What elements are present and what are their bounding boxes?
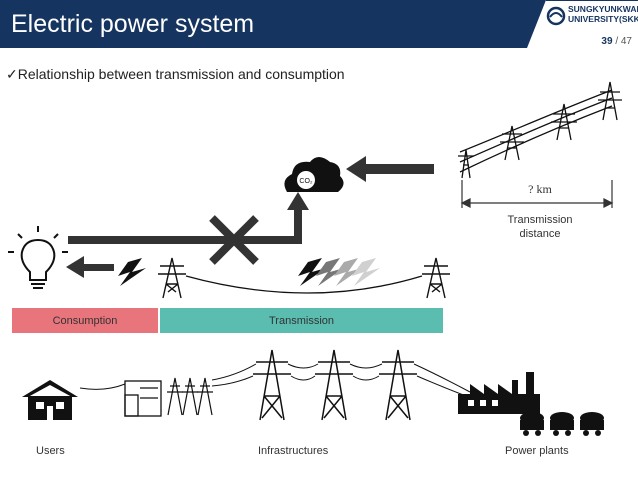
distance-measure [460,180,614,208]
page-number: 39 / 47 [601,36,632,47]
coal-carts-icon [520,412,604,436]
cross-icon [209,215,259,265]
tower-right-icon [422,257,450,299]
university-logo: SUNGKYUNKWAN UNIVERSITY(SKKU) [546,2,638,32]
large-towers-icon [253,349,417,421]
house-icon [22,380,78,420]
infrastructures-label: Infrastructures [258,445,329,457]
power-plant-icon [458,372,540,414]
logo-line2: UNIVERSITY(SKKU) [568,14,638,24]
university-emblem-icon [546,6,566,26]
transmission-bar: Transmission [160,308,443,333]
slide-header: Electric power system SUNGKYUNKWAN UNIVE… [0,0,638,48]
logo-line1: SUNGKYUNKWAN [568,4,638,14]
arrow-left-icon [346,156,434,182]
lightning-icon-4 [352,258,380,286]
small-towers-icon [167,377,213,416]
power-plants-label: Power plants [505,445,569,457]
users-label: Users [36,445,65,457]
distance-caption-line1: Transmission [508,214,573,226]
small-arrow-left-icon [66,256,114,278]
distance-caption-line2: distance [520,228,561,240]
lightning-icon-2 [316,258,344,286]
distant-towers-icon [458,81,622,179]
consumption-bar: Consumption [12,308,158,333]
slide-title: Electric power system [11,10,255,38]
lightning-icon-3 [334,258,362,286]
light-bulb-icon [8,226,68,289]
header-background [0,0,638,48]
distance-value: ? km [528,182,552,196]
lightning-icon [118,258,146,286]
tower-left-icon [158,257,186,299]
page-current: 39 [601,36,613,47]
co2-cloud-icon [284,157,344,192]
page-total: / 47 [615,36,632,47]
lightning-icon-1 [298,258,326,286]
transmission-line [185,275,423,294]
substation-icon [124,380,162,417]
slide-subtitle: ✓Relationship between transmission and c… [6,66,345,82]
co2-label: CO₂ [299,178,313,185]
emission-path [68,192,309,244]
